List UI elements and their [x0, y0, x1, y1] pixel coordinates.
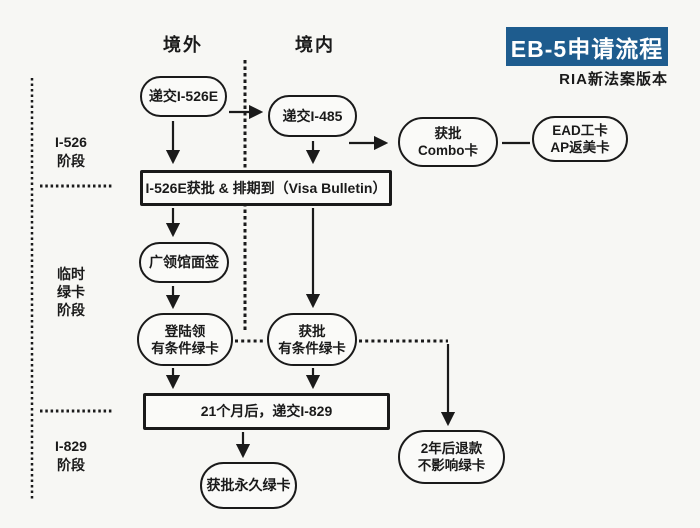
node-permanent-gc-approved: 获批永久绿卡 [200, 462, 297, 509]
stage-label-line: I-526 [55, 134, 87, 150]
node-label: 递交I-485 [282, 107, 343, 124]
node-label: Combo卡 [418, 143, 478, 158]
node-label: 不影响绿卡 [417, 458, 486, 473]
stage-label-line: 阶段 [57, 457, 85, 473]
stage-label-line: I-829 [55, 438, 87, 454]
column-header-domestic: 境内 [295, 35, 335, 55]
node-label: EAD工卡 [552, 123, 608, 138]
stage-label-temp-gc: 临时 绿卡 阶段 [38, 265, 104, 319]
node-label: AP返美卡 [550, 140, 610, 155]
node-label: 获批 [298, 323, 326, 339]
node-label: 2年后退款 [420, 441, 483, 456]
page-subtitle: RIA新法案版本 [559, 71, 668, 88]
stage-label-line: 绿卡 [57, 284, 85, 300]
node-submit-i526e: 递交I-526E [140, 76, 227, 117]
node-submit-i829: 21个月后，递交I-829 [143, 393, 390, 430]
stage-label-line: 阶段 [57, 302, 85, 318]
page-title-banner: EB-5申请流程 [506, 27, 668, 66]
node-label: 21个月后，递交I-829 [200, 403, 333, 419]
node-label: 获批永久绿卡 [206, 477, 291, 493]
column-header-overseas: 境外 [163, 35, 203, 55]
node-label: I-526E获批 & 排期到（Visa Bulletin） [145, 179, 387, 196]
stage-label-line: 临时 [57, 266, 85, 282]
node-approved-conditional-gc: 获批 有条件绿卡 [267, 313, 357, 366]
node-refund-2y: 2年后退款 不影响绿卡 [398, 430, 505, 484]
node-land-conditional-gc: 登陆领 有条件绿卡 [137, 313, 233, 366]
node-label: 有条件绿卡 [278, 340, 346, 356]
stage-label-i829: I-829 阶段 [38, 437, 104, 475]
page-title: EB-5申请流程 [510, 35, 664, 62]
node-submit-i485: 递交I-485 [268, 95, 357, 137]
node-ead-ap-card: EAD工卡 AP返美卡 [532, 116, 628, 162]
node-label: 广领馆面签 [149, 254, 219, 270]
node-i526e-approved-visa-bulletin: I-526E获批 & 排期到（Visa Bulletin） [140, 170, 392, 206]
node-label: 递交I-526E [148, 88, 219, 104]
node-label: 有条件绿卡 [151, 340, 219, 356]
node-label: 获批 [434, 126, 462, 141]
node-combo-card-approved: 获批 Combo卡 [398, 117, 498, 167]
stage-label-line: 阶段 [57, 153, 85, 169]
node-consulate-interview: 广领馆面签 [139, 242, 229, 283]
node-label: 登陆领 [164, 323, 206, 339]
stage-label-i526: I-526 阶段 [38, 133, 104, 171]
